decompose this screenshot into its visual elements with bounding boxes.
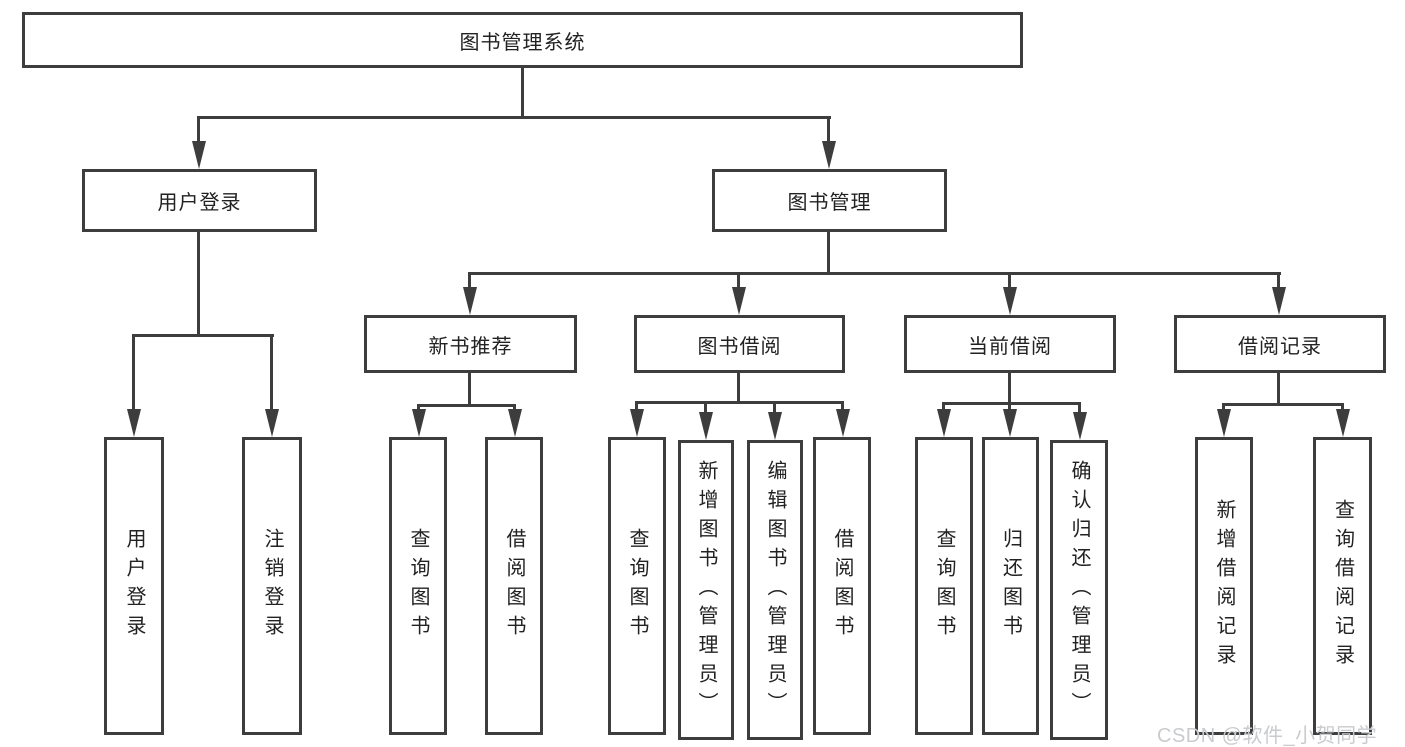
connector-book-borrow-stem	[737, 373, 740, 404]
node-library-system-label: 图书管理系统	[459, 31, 586, 54]
connector-current-bar	[942, 402, 1081, 405]
connector-new-book-stem	[468, 373, 471, 407]
connector-new-book-drop-2	[513, 405, 516, 412]
leaf-nb-query-books-label: 查询图书	[407, 528, 429, 644]
leaf-rec-query-record-label: 查询借阅记录	[1331, 499, 1354, 673]
leaf-bb-edit-book-admin-label: 编辑图书（管理员）	[764, 459, 786, 721]
connector-book-borrow-drop-3	[773, 402, 776, 414]
arrowhead-bb-add	[699, 412, 713, 440]
connector-current-drop-3	[1078, 403, 1081, 415]
connector-book-mgmt-bar	[468, 272, 1281, 275]
connector-book-borrow-bar	[635, 401, 844, 404]
node-current-borrow-label: 当前借阅	[968, 335, 1052, 358]
arrowhead-current-borrow	[1003, 287, 1017, 315]
node-current-borrow: 当前借阅	[904, 315, 1116, 373]
leaf-bb-query-books-label: 查询图书	[626, 528, 648, 644]
arrowhead-cb-confirm	[1073, 412, 1087, 440]
leaf-bb-add-book-admin-label: 新增图书（管理员）	[695, 459, 717, 721]
connector-book-borrow-drop-1	[635, 402, 638, 411]
connector-book-mgmt-drop-4	[1277, 275, 1280, 289]
connector-book-borrow-drop-2	[704, 402, 707, 414]
connector-user-login-stem	[197, 232, 200, 336]
connector-new-book-drop-1	[417, 405, 420, 412]
csdn-watermark: CSDN @软件_小贺同学	[1157, 725, 1378, 747]
leaf-nb-borrow-books: 借阅图书	[485, 437, 543, 735]
connector-current-stem	[1008, 373, 1011, 405]
arrowhead-book-management	[822, 141, 836, 169]
arrowhead-nb-query	[412, 409, 426, 437]
leaf-cb-return-book-label: 归还图书	[999, 528, 1022, 644]
node-user-login: 用户登录	[82, 169, 317, 232]
leaf-cb-confirm-return-admin: 确认归还（管理员）	[1050, 440, 1108, 740]
node-new-book-recommend-label: 新书推荐	[428, 335, 513, 358]
leaf-cb-return-book: 归还图书	[982, 437, 1039, 735]
connector-book-mgmt-stem	[827, 232, 830, 274]
node-book-management-label: 图书管理	[787, 192, 872, 214]
arrowhead-leaf-user-login	[127, 409, 141, 437]
arrowhead-borrow-records	[1272, 287, 1286, 315]
node-borrow-records-label: 借阅记录	[1238, 335, 1322, 358]
leaf-user-login: 用户登录	[104, 437, 164, 735]
leaf-user-login-label: 用户登录	[123, 528, 145, 644]
arrowhead-user-login	[192, 141, 206, 169]
leaf-cb-query-books: 查询图书	[915, 437, 973, 735]
arrowhead-new-book	[463, 287, 477, 315]
leaf-rec-add-record: 新增借阅记录	[1195, 437, 1253, 735]
leaf-nb-borrow-books-label: 借阅图书	[503, 528, 525, 644]
connector-root-stem	[521, 68, 524, 118]
leaf-bb-query-books: 查询图书	[608, 437, 666, 735]
connector-current-drop-1	[942, 403, 945, 412]
arrowhead-cb-return	[1003, 409, 1017, 437]
connector-records-stem	[1277, 373, 1280, 406]
leaf-cb-confirm-return-admin-label: 确认归还（管理员）	[1068, 459, 1090, 721]
connector-root-bar	[197, 116, 831, 119]
leaf-nb-query-books: 查询图书	[389, 437, 447, 735]
connector-new-book-bar	[417, 404, 516, 407]
leaf-bb-edit-book-admin: 编辑图书（管理员）	[747, 440, 803, 740]
connector-book-mgmt-drop-1	[468, 275, 471, 289]
arrowhead-bb-borrow	[836, 409, 850, 437]
connector-root-drop-right	[827, 118, 830, 144]
node-book-management: 图书管理	[712, 169, 947, 232]
arrowhead-cb-query	[937, 409, 951, 437]
leaf-bb-add-book-admin: 新增图书（管理员）	[678, 440, 734, 740]
node-new-book-recommend: 新书推荐	[364, 315, 577, 373]
node-book-borrow: 图书借阅	[634, 315, 845, 373]
connector-root-drop-left	[197, 118, 200, 144]
node-book-borrow-label: 图书借阅	[697, 335, 782, 358]
leaf-rec-query-record: 查询借阅记录	[1313, 437, 1372, 735]
leaf-rec-add-record-label: 新增借阅记录	[1213, 499, 1235, 673]
leaf-cb-query-books-label: 查询图书	[933, 528, 955, 644]
connector-user-login-bar	[132, 334, 274, 337]
connector-book-borrow-drop-4	[841, 402, 844, 411]
node-library-system: 图书管理系统	[22, 12, 1023, 68]
arrowhead-leaf-logout	[265, 409, 279, 437]
connector-current-drop-2	[1008, 403, 1011, 412]
connector-records-bar	[1222, 403, 1344, 406]
arrowhead-rec-add	[1217, 409, 1231, 437]
connector-user-login-drop-2	[270, 337, 273, 411]
leaf-logout: 注销登录	[242, 437, 302, 735]
leaf-bb-borrow-books: 借阅图书	[813, 437, 871, 735]
leaf-bb-borrow-books-label: 借阅图书	[831, 528, 853, 644]
arrowhead-nb-borrow	[508, 409, 522, 437]
arrowhead-rec-query	[1336, 409, 1350, 437]
connector-records-drop-2	[1341, 404, 1344, 412]
node-user-login-label: 用户登录	[157, 192, 242, 214]
connector-records-drop-1	[1222, 404, 1225, 412]
connector-book-mgmt-drop-2	[737, 275, 740, 289]
arrowhead-bb-query	[630, 409, 644, 437]
connector-user-login-drop-1	[132, 337, 135, 411]
arrowhead-bb-edit	[768, 412, 782, 440]
node-borrow-records: 借阅记录	[1174, 315, 1386, 373]
leaf-logout-label: 注销登录	[261, 528, 283, 644]
arrowhead-book-borrow	[732, 287, 746, 315]
connector-book-mgmt-drop-3	[1008, 275, 1011, 289]
